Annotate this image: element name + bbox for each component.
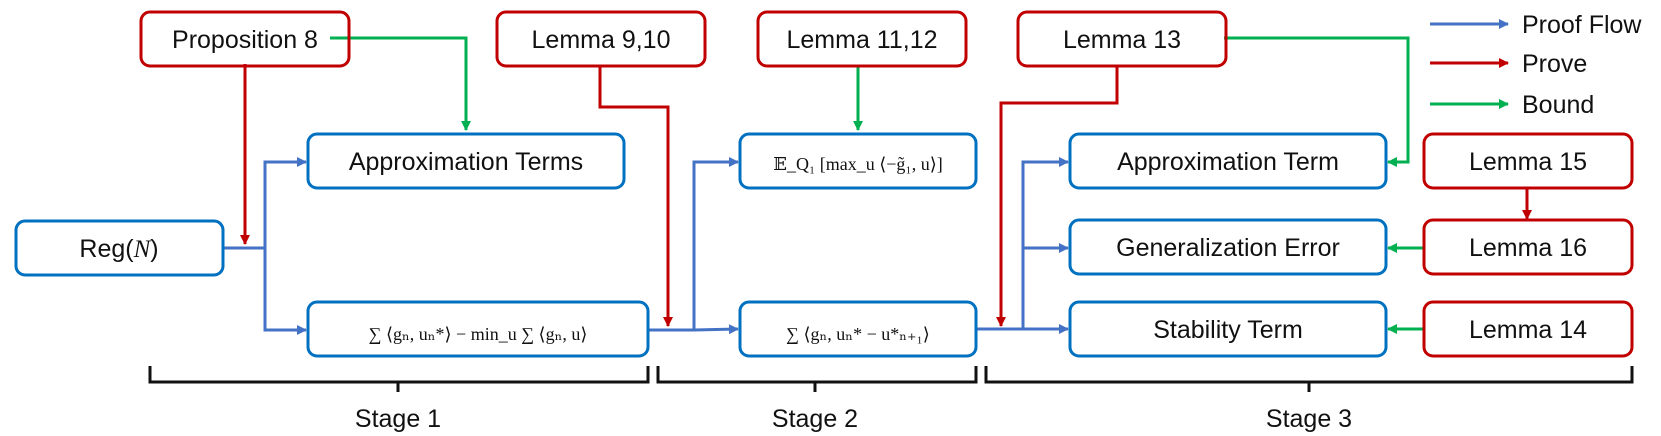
formula-stage2-stability: ∑ ⟨gₙ, uₙ* − u*ₙ₊₁⟩ [786,324,930,344]
box-label: Approximation Term [1117,148,1339,176]
box-label: Lemma 14 [1469,316,1587,344]
box-label: Lemma 16 [1469,234,1587,262]
box-label: Lemma 13 [1063,26,1181,54]
brace-stage-3 [984,366,1634,392]
box-reg-n: Reg(N) [14,219,225,277]
legend-prove-label: Prove [1522,50,1587,78]
formula-stage1-regret: ∑ ⟨gₙ, uₙ*⟩ − min_u ∑ ⟨gₙ, u⟩ [369,324,588,344]
box-label: Stability Term [1153,316,1303,344]
box-label: Generalization Error [1116,234,1340,262]
box-expectation-formula: 𝔼_Q₁ [max_u ⟨−g̃₁, u⟩] [738,132,978,190]
box-stability-term: Stability Term [1068,300,1388,358]
box-label: Proposition 8 [172,26,318,54]
legend-bound-label: Bound [1522,91,1594,119]
brace-stage-1 [148,366,650,392]
box-label: Lemma 15 [1469,148,1587,176]
formula-stage2-expectation: 𝔼_Q₁ [max_u ⟨−g̃₁, u⟩] [773,154,942,174]
stage-3-label: Stage 3 [1266,405,1352,433]
stage-1-label: Stage 1 [355,405,441,433]
box-lemma-14: Lemma 14 [1422,300,1634,358]
box-label: Approximation Terms [349,148,583,176]
legend-proof-flow-label: Proof Flow [1522,11,1642,39]
arrow-prop8-to-approx-terms [330,36,471,131]
box-lemma-13: Lemma 13 [1016,10,1228,68]
box-lemma-16: Lemma 16 [1422,218,1634,276]
arrow-lemma910-to-junction [598,67,673,327]
reg-label: Reg( [79,235,134,263]
arrow-lemma13-to-junction [996,67,1119,327]
arrow-reg-to-stage1-sum [263,248,307,335]
brace-stage-2 [656,366,978,392]
box-lemma-11-12: Lemma 11,12 [756,10,968,68]
svg-text:Reg(N): Reg(N) [79,235,158,263]
box-approximation-term: Approximation Term [1068,132,1388,190]
box-stage2-stability-formula: ∑ ⟨gₙ, uₙ* − u*ₙ₊₁⟩ [738,300,978,358]
box-stage1-regret-formula: ∑ ⟨gₙ, uₙ*⟩ − min_u ∑ ⟨gₙ, u⟩ [306,300,650,358]
box-lemma-9-10: Lemma 9,10 [495,10,707,68]
arrow-junction-to-approx-term [1021,157,1069,329]
box-lemma-15: Lemma 15 [1422,132,1634,190]
arrow-junction-to-stage2-sum [693,324,739,335]
stage-2-label: Stage 2 [772,405,858,433]
box-proposition-8: Proposition 8 [139,10,351,68]
stage-braces [148,366,1634,392]
reg-close: ) [150,235,158,263]
arrow-junction-to-expectation [692,157,739,330]
reg-variable: N [133,236,152,263]
arrows [223,36,1532,335]
box-generalization-error: Generalization Error [1068,218,1388,276]
legend [1430,19,1509,109]
arrow-lemma13-to-approx-term [1224,36,1410,167]
box-approximation-terms: Approximation Terms [306,132,626,190]
box-label: Lemma 9,10 [532,26,671,54]
box-label: Lemma 11,12 [786,26,937,54]
arrow-reg-to-approx-terms [263,157,307,248]
